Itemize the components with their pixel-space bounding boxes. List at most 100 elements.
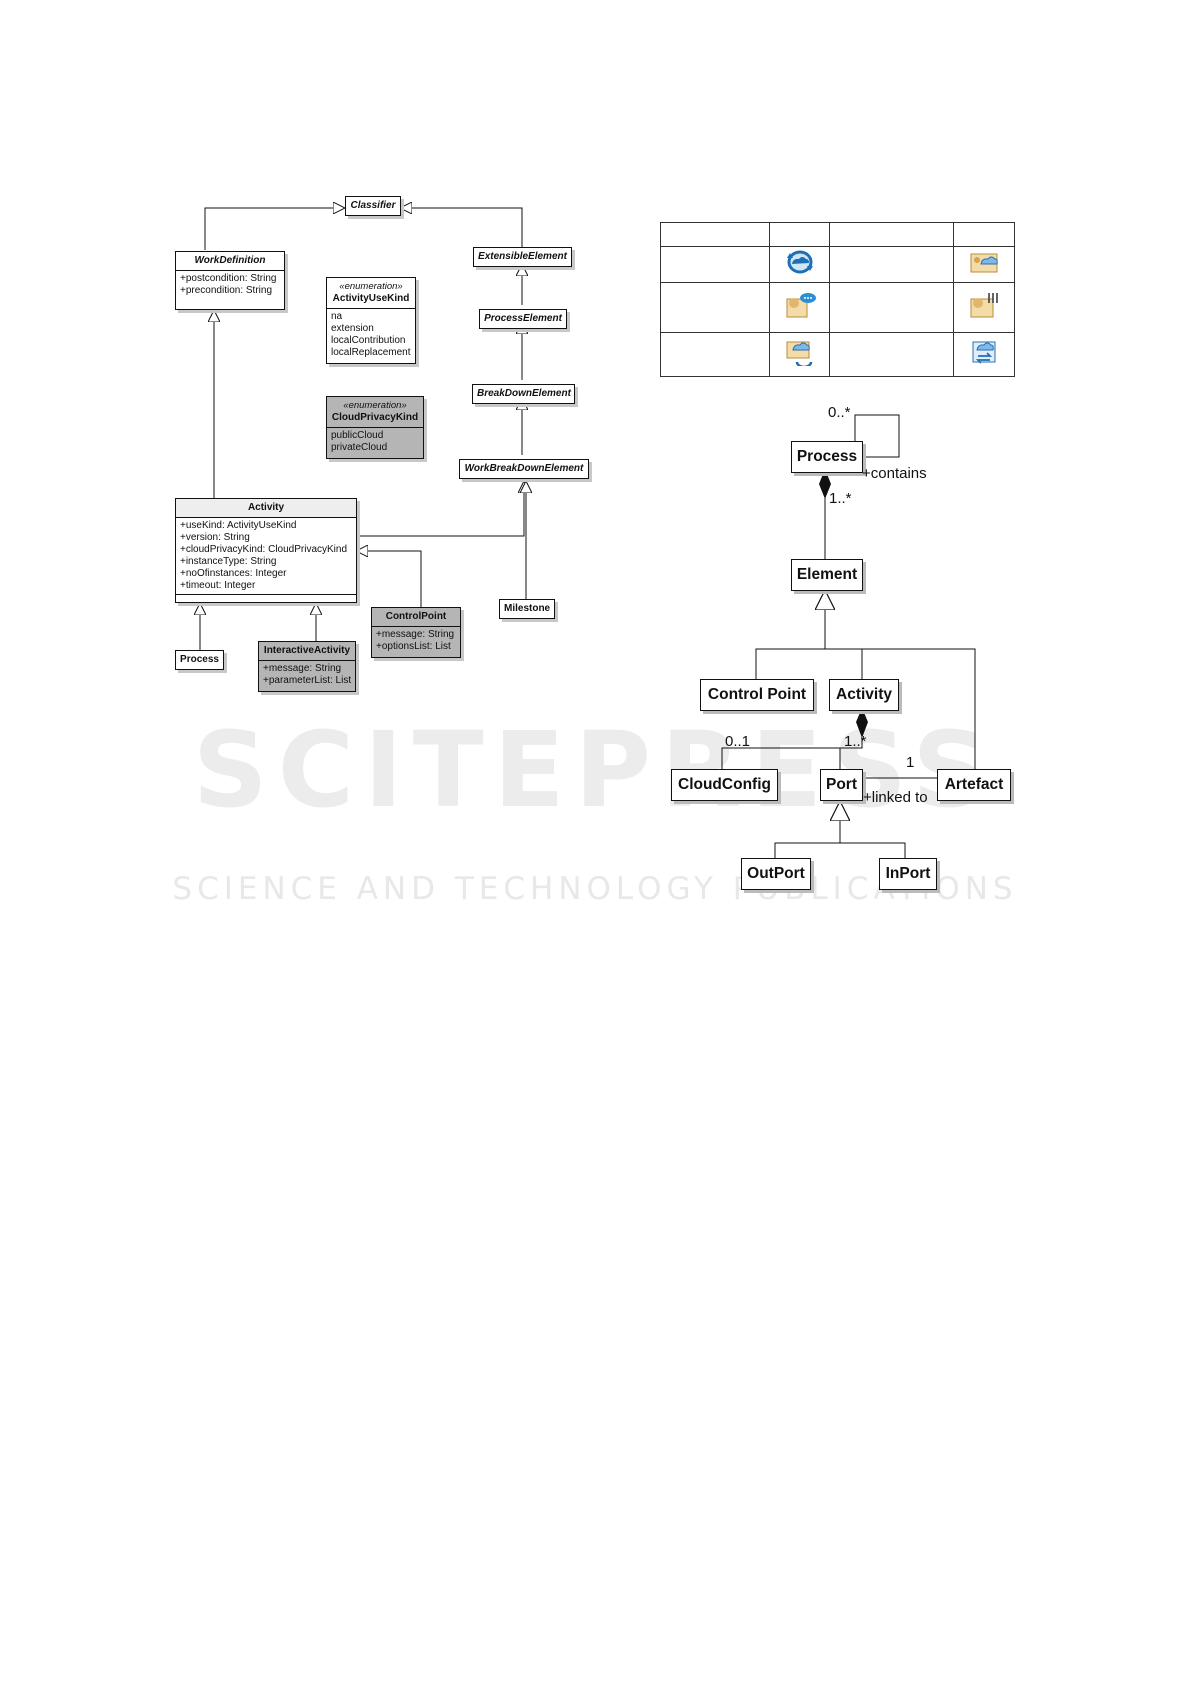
attribute: +message: String	[263, 663, 342, 674]
class-name: Classifier	[350, 200, 396, 211]
composition-diamond-activity	[856, 708, 868, 738]
legend-icon-cell	[769, 332, 830, 377]
class-name: InteractiveActivity	[259, 642, 355, 660]
node-artefact[interactable]: Artefact	[937, 769, 1011, 801]
node-element[interactable]: Element	[791, 559, 863, 591]
multiplicity-artefact: 1	[906, 754, 915, 771]
node-port[interactable]: Port	[820, 769, 863, 801]
class-process[interactable]: Process	[175, 650, 224, 670]
attribute: +postcondition: String	[180, 273, 277, 284]
enum-name: ActivityUseKind	[332, 293, 410, 304]
attribute: +optionsList: List	[376, 641, 451, 652]
cloud-transfer-icon	[972, 341, 996, 364]
legend-icon-cell	[953, 246, 1015, 283]
composition-diamond-process	[819, 469, 831, 499]
watermark-subtitle: SCIENCE AND TECHNOLOGY PUBLICATIONS	[172, 871, 1018, 907]
class-classifier[interactable]: Classifier	[345, 196, 401, 216]
attribute: +message: String	[376, 629, 455, 640]
attribute: +useKind: ActivityUseKind	[180, 520, 297, 531]
edge-workdefinition-classifier	[204, 208, 345, 250]
class-breakdown-element[interactable]: BreakDownElement	[472, 384, 575, 404]
edge-controlpoint-activity	[356, 551, 422, 607]
legend-cell	[829, 282, 954, 333]
stereotype: «enumeration»	[343, 400, 407, 411]
node-cloud-config[interactable]: CloudConfig	[671, 769, 778, 801]
class-name: BreakDownElement	[477, 388, 571, 399]
multiplicity-process-element: 1..*	[829, 490, 852, 507]
class-name: «enumeration» ActivityUseKind	[327, 278, 415, 308]
enum-cloud-privacy-kind[interactable]: «enumeration» CloudPrivacyKind publicClo…	[326, 396, 424, 459]
node-control-point[interactable]: Control Point	[700, 679, 814, 711]
class-process-element[interactable]: ProcessElement	[479, 309, 567, 329]
legend-cell	[829, 332, 954, 377]
class-name: ProcessElement	[484, 313, 562, 324]
class-name: Activity	[176, 499, 356, 517]
enum-literal: na	[331, 311, 343, 322]
class-name: ExtensibleElement	[478, 251, 567, 262]
enum-activity-use-kind[interactable]: «enumeration» ActivityUseKind na extensi…	[326, 277, 416, 364]
legend-cell	[660, 246, 770, 283]
class-name: Process	[180, 654, 219, 665]
edge-activity-workbreakdown	[356, 481, 524, 537]
enum-literal: localReplacement	[331, 347, 411, 358]
operations-compartment	[176, 594, 356, 602]
legend-cell	[829, 246, 954, 283]
legend-cell	[953, 222, 1015, 247]
activity-settings-icon	[970, 293, 998, 318]
node-in-port[interactable]: InPort	[879, 858, 937, 890]
attribute: +cloudPrivacyKind: CloudPrivacyKind	[180, 544, 348, 555]
attribute: +parameterList: List	[263, 675, 352, 686]
legend-icon-cell	[769, 282, 830, 333]
class-interactive-activity[interactable]: InteractiveActivity +message: String +pa…	[258, 641, 356, 692]
node-activity[interactable]: Activity	[829, 679, 899, 711]
icon-legend-table	[660, 222, 1015, 377]
multiplicity-port: 1..*	[844, 733, 867, 750]
enum-literal: extension	[331, 323, 374, 334]
attribute: +instanceType: String	[180, 556, 277, 567]
enum-literal: localContribution	[331, 335, 406, 346]
legend-icon-cell	[953, 332, 1015, 377]
legend-cell	[769, 222, 830, 247]
legend-cell	[660, 222, 770, 247]
edge-cloudconfig-port	[721, 747, 840, 769]
node-out-port[interactable]: OutPort	[741, 858, 811, 890]
chat-activity-icon	[786, 293, 816, 318]
class-name: Milestone	[504, 603, 551, 614]
edge-process-self	[854, 414, 900, 458]
node-process[interactable]: Process	[791, 441, 863, 473]
edge-controlpoint-element	[755, 648, 976, 774]
enum-literal: privateCloud	[331, 442, 388, 453]
stereotype: «enumeration»	[339, 281, 403, 292]
legend-cell	[660, 282, 770, 333]
class-control-point[interactable]: ControlPoint +message: String +optionsLi…	[371, 607, 461, 658]
legend-cell	[829, 222, 954, 247]
multiplicity-cloudconfig: 0..1	[725, 733, 751, 750]
class-name: WorkDefinition	[194, 255, 266, 266]
multiplicity-process-self: 0..*	[828, 404, 851, 421]
cloud-activity-folder-icon	[970, 253, 998, 273]
class-workdefinition[interactable]: WorkDefinition +postcondition: String +p…	[175, 251, 285, 310]
class-extensible-element[interactable]: ExtensibleElement	[473, 247, 572, 267]
attribute: +precondition: String	[180, 285, 273, 296]
attribute: +noOfinstances: Integer	[180, 568, 287, 579]
edge-extensible-classifier	[400, 208, 523, 247]
legend-cell	[660, 332, 770, 377]
class-name: ControlPoint	[372, 608, 460, 626]
attribute: +timeout: Integer	[180, 580, 256, 591]
enum-name: CloudPrivacyKind	[331, 412, 419, 423]
attribute: +version: String	[180, 532, 250, 543]
legend-icon-cell	[769, 246, 830, 283]
cloud-sync-icon	[786, 250, 813, 274]
enum-literal: publicCloud	[331, 430, 384, 441]
edge-activity-port	[839, 738, 863, 773]
legend-icon-cell	[953, 282, 1015, 333]
cloud-refresh-icon	[786, 341, 812, 366]
role-contains: +contains	[862, 465, 927, 482]
class-work-breakdown-element[interactable]: WorkBreakDownElement	[459, 459, 589, 479]
role-linked-to: +linked to	[863, 789, 928, 806]
class-name: «enumeration» CloudPrivacyKind	[327, 397, 423, 427]
class-milestone[interactable]: Milestone	[499, 599, 555, 619]
class-name: WorkBreakDownElement	[464, 463, 584, 474]
class-activity[interactable]: Activity +useKind: ActivityUseKind +vers…	[175, 498, 357, 603]
